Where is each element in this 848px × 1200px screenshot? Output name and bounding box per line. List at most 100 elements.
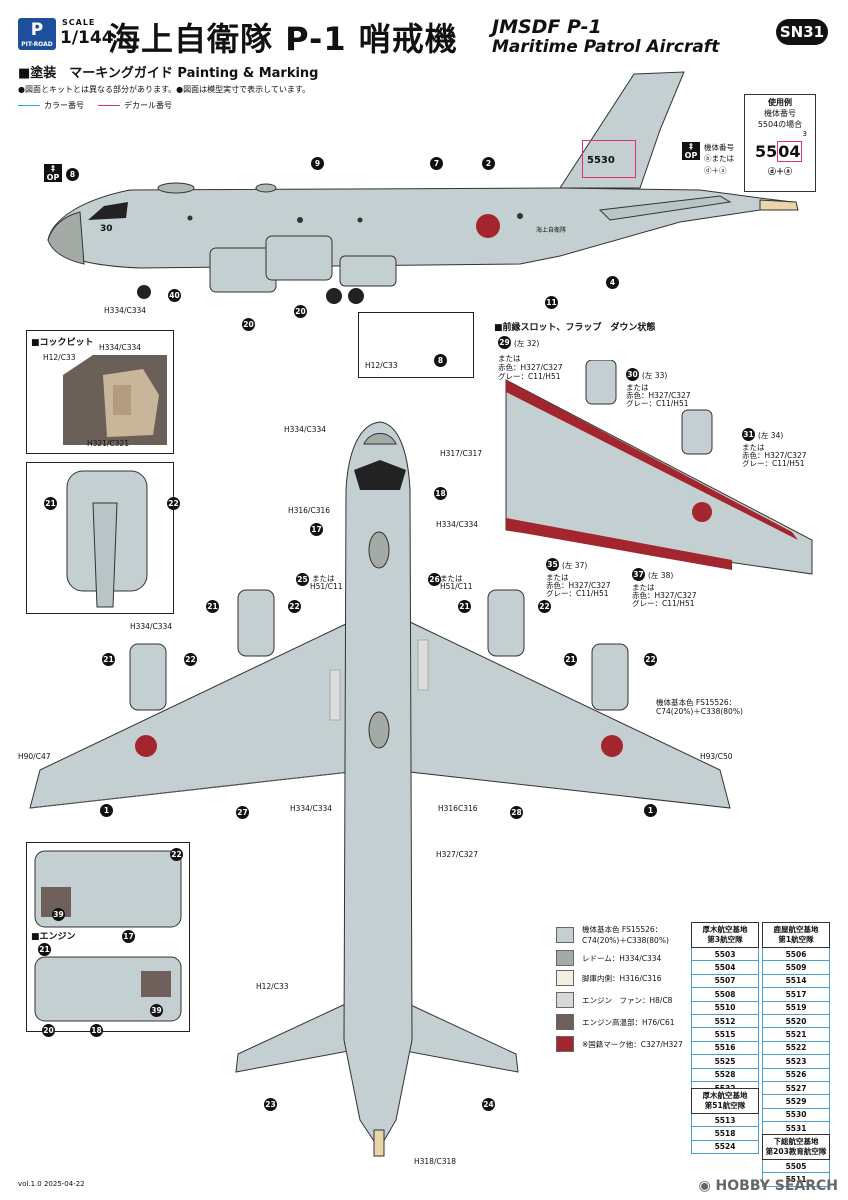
callout-21-b: 21 xyxy=(206,600,219,613)
top-alt-left-2: H51/C11 xyxy=(310,582,343,591)
top-tail-label: H12/C33 xyxy=(256,982,289,991)
callout-23: 25 xyxy=(296,573,309,586)
callout-22-b: 22 xyxy=(288,600,301,613)
op-icon-nose: ‡OP xyxy=(44,164,62,182)
top-wing-left-label: H90/C47 xyxy=(18,752,51,761)
product-code-badge: SN31 xyxy=(776,19,828,45)
top-alt-left: または xyxy=(312,574,335,583)
flaps-title: ■前縁スロット、フラップ ダウン状態 xyxy=(494,323,656,333)
top-alt-right-2: H51/C11 xyxy=(440,582,473,591)
top-tailcone-label: H318/C318 xyxy=(414,1157,457,1166)
callout-1-b: 1 xyxy=(644,804,657,817)
callout-28: 24 xyxy=(482,1098,495,1111)
inset-label: H12/C33 xyxy=(365,361,398,370)
top-alt-right: または xyxy=(440,574,463,583)
callout-20a: 20 xyxy=(242,318,255,331)
callout-21-e: 21 xyxy=(564,653,577,666)
cockpit-title: ■コックピット xyxy=(31,338,94,348)
callout-31: 31 xyxy=(742,428,755,441)
swatch-row-1: 機体基本色 FS15526：C74(20%)＋C338(80%) xyxy=(556,924,669,946)
swatch-radome xyxy=(556,950,574,966)
watermark: ◉ HOBBY SEARCH xyxy=(698,1178,838,1194)
engine-detail-inset: ■エンジン xyxy=(26,842,190,1032)
callout-17: 17 xyxy=(122,930,135,943)
cockpit-inset: ■コックピット H12/C33 H334/C334 H321/C321 xyxy=(26,330,174,454)
callout-40: 40 xyxy=(168,289,181,302)
flaps-35-red: 赤色：H327/C327 xyxy=(546,581,611,590)
top-dome-label: H334/C334 xyxy=(436,520,479,529)
swatch-row-6: ※国籍マーク他：C327/H327 xyxy=(556,1036,683,1052)
engine-detail-drawing xyxy=(34,850,182,1022)
cockpit-drawing xyxy=(63,355,167,445)
swatch-marking xyxy=(556,1036,574,1052)
side-view-drawing xyxy=(47,71,799,304)
callout-27: 23 xyxy=(264,1098,277,1111)
nose-number: 30 xyxy=(100,224,113,234)
callout-6: 18 xyxy=(434,487,447,500)
callout-8-inset: 8 xyxy=(434,354,447,367)
section-title: ■塗装 マーキングガイド Painting & Marking xyxy=(18,66,319,81)
flaps-31-red: 赤色：H327/C327 xyxy=(742,451,807,460)
callout-25: 27 xyxy=(236,806,249,819)
engine-title: ■エンジン xyxy=(31,932,76,942)
flaps-30-red: 赤色：H327/C327 xyxy=(626,391,691,400)
title-english-2: Maritime Patrol Aircraft xyxy=(492,37,720,57)
callout-5: 17 xyxy=(310,523,323,536)
callout-36: 37 xyxy=(632,568,645,581)
swatch-fan xyxy=(556,992,574,1008)
callout-26: 28 xyxy=(510,806,523,819)
callout-22-a: 22 xyxy=(167,497,180,510)
flaps-36-note: (左 38) xyxy=(648,571,674,580)
callout-8: 8 xyxy=(66,168,79,181)
callout-18: 18 xyxy=(90,1024,103,1037)
flaps-35-grey: グレー：C11/H51 xyxy=(546,589,609,598)
scale-label: SCALE xyxy=(62,18,96,27)
top-base-1: 機体基本色 FS15526： xyxy=(656,698,737,707)
title-japanese: 海上自衛隊 P-1 哨戒機 xyxy=(108,20,458,58)
top-view-drawing xyxy=(29,421,731,1157)
tail-serial-box: 5530 xyxy=(582,140,636,178)
notes: ●図面とキットとは異なる部分があります。●図面は模型実寸で表示しています。 xyxy=(18,85,311,94)
callout-24: 26 xyxy=(428,573,441,586)
callout-35: 35 xyxy=(546,558,559,571)
callout-21-c: 21 xyxy=(458,600,471,613)
callout-29: 29 xyxy=(498,336,511,349)
nose-gear-label: H334/C334 xyxy=(104,306,147,315)
fuselage-text: 海上自衛隊 xyxy=(536,227,567,234)
top-wing-right-label: H93/C50 xyxy=(700,752,733,761)
callout-39-a: 39 xyxy=(52,908,65,921)
top-windows-label: H317/C317 xyxy=(440,449,483,458)
engine-front-drawing xyxy=(66,470,148,608)
callout-22-f: 22 xyxy=(170,848,183,861)
flaps-36-grey: グレー：C11/H51 xyxy=(632,599,695,608)
callout-22-e: 22 xyxy=(644,653,657,666)
scale-value: 1/144 xyxy=(60,28,114,48)
callout-2: 2 xyxy=(482,157,495,170)
top-nose-label: H334/C334 xyxy=(284,425,327,434)
flaps-31-grey: グレー：C11/H51 xyxy=(742,459,805,468)
cockpit-label-3: H321/C321 xyxy=(87,439,130,448)
tail-note-1: 機体番号 xyxy=(704,143,734,152)
flaps-30-grey: グレー：C11/H51 xyxy=(626,399,689,408)
callout-20b: 20 xyxy=(294,305,307,318)
flaps-35-alt: または xyxy=(546,573,569,582)
flaps-29-alt: または xyxy=(498,354,521,363)
callout-11: 11 xyxy=(545,296,558,309)
tail-note-2: ⓑまたは xyxy=(704,154,734,163)
callout-9: 9 xyxy=(311,157,324,170)
callout-21-a: 21 xyxy=(44,497,57,510)
callout-21-f: 21 xyxy=(38,943,51,956)
flaps-29-grey: グレー：C11/H51 xyxy=(498,372,561,381)
swatch-row-5: エンジン高温部：H76/C61 xyxy=(556,1014,675,1030)
line-legend: カラー番号デカール番号 xyxy=(18,100,172,111)
callout-21-d: 21 xyxy=(102,653,115,666)
flaps-31-alt: または xyxy=(742,443,765,452)
flaps-30-note: (左 33) xyxy=(642,371,668,380)
callout-4: 4 xyxy=(606,276,619,289)
version-footer: vol.1.0 2025-04-22 xyxy=(18,1180,85,1188)
callout-39-b: 39 xyxy=(150,1004,163,1017)
